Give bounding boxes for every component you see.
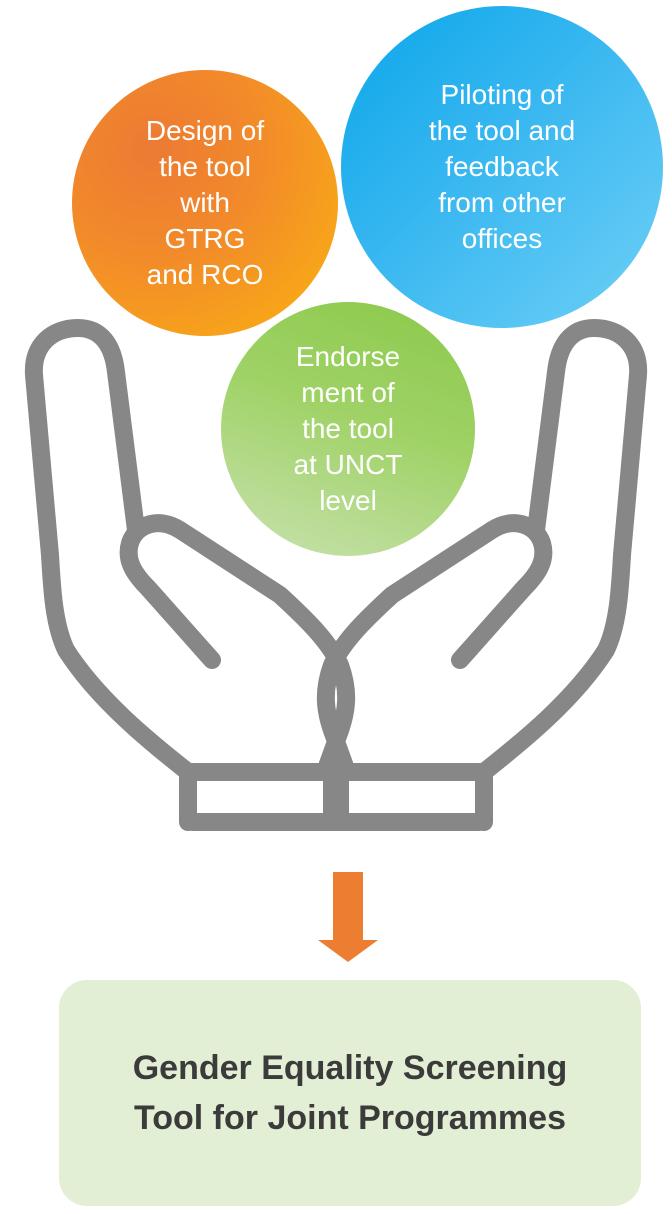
result-title: Gender Equality Screening Tool for Joint… (132, 1049, 568, 1137)
design-step-label: Design of the tool with GTRG and RCO (145, 115, 265, 290)
piloting-step-circle: Piloting of the tool and feedback from o… (341, 6, 663, 328)
arrow-down-icon (318, 872, 378, 962)
result-box: Gender Equality Screening Tool for Joint… (59, 980, 641, 1206)
endorsement-step-circle: Endorse ment of the tool at UNCT level (221, 302, 475, 556)
endorsement-step-label: Endorse ment of the tool at UNCT level (293, 341, 403, 516)
right-hand (316, 319, 648, 831)
piloting-step-label: Piloting of the tool and feedback from o… (428, 79, 576, 254)
design-step-circle: Design of the tool with GTRG and RCO (72, 70, 338, 336)
